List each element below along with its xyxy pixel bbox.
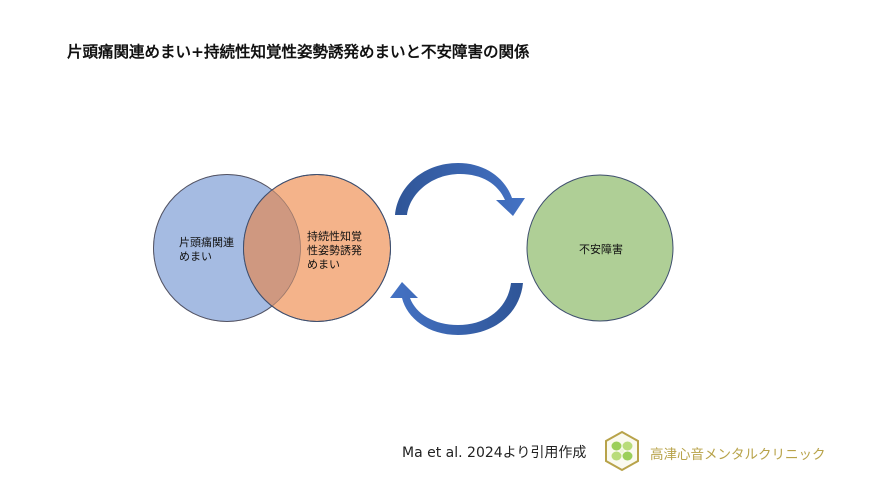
label-line: めまい bbox=[307, 258, 340, 271]
citation-text: Ma et al. 2024より引用作成 bbox=[402, 445, 587, 461]
page-title: 片頭痛関連めまい+持続性知覚性姿勢誘発めまいと不安障害の関係 bbox=[67, 43, 530, 61]
circle-label-pppd: 持続性知覚 性姿勢誘発 めまい bbox=[307, 230, 362, 272]
clinic-name: 高津心音メンタルクリニック bbox=[650, 447, 826, 463]
arrow-top-icon bbox=[395, 163, 525, 216]
label-line: 持続性知覚 bbox=[307, 230, 362, 243]
circle-anxiety-disorder bbox=[526, 174, 674, 322]
clover-hexagon-logo-icon bbox=[605, 430, 639, 472]
label-line: 片頭痛関連 bbox=[179, 236, 234, 249]
venn-overlap bbox=[243, 174, 301, 322]
label-line: 不安障害 bbox=[579, 243, 623, 256]
circle-label-migraine: 片頭痛関連 めまい bbox=[179, 236, 234, 264]
label-line: 性姿勢誘発 bbox=[307, 244, 362, 257]
arrow-bottom-icon bbox=[390, 282, 523, 335]
circle-label-anxiety: 不安障害 bbox=[579, 243, 623, 257]
label-line: めまい bbox=[179, 250, 212, 263]
